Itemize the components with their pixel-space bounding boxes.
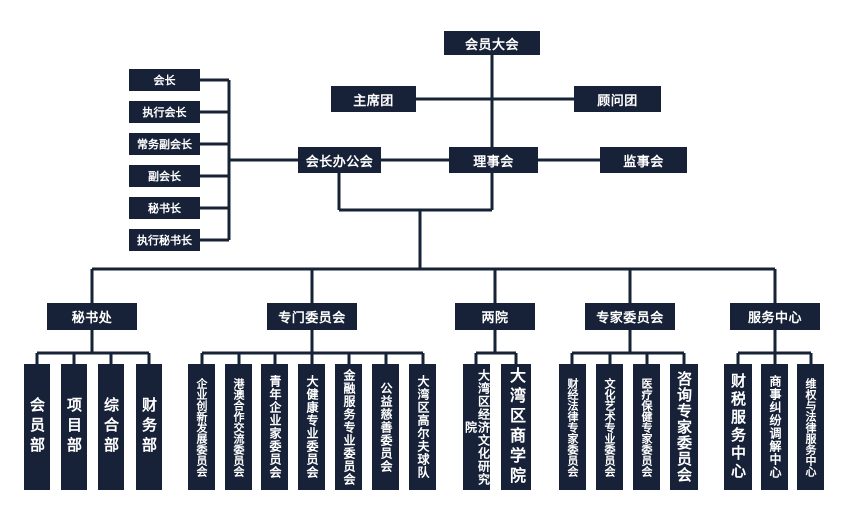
advisory-box: 顾问团: [574, 86, 661, 112]
supervisory-box: 监事会: [600, 147, 687, 173]
secretariat-child: 综合部: [98, 364, 124, 490]
expert-child: 医疗保健专家委员会: [633, 364, 660, 490]
leadership-item: 常务副会长: [129, 133, 200, 155]
leadership-item: 执行秘书长: [129, 229, 200, 251]
department-secretariat: 秘书处: [47, 303, 137, 330]
academy-child: 大湾区商学院: [501, 364, 531, 490]
secretariat-child: 项目部: [61, 364, 87, 490]
committee-child: 企业创新发展委员会: [188, 364, 215, 490]
committee-child: 金融服务专业委员会: [335, 364, 362, 490]
leadership-item: 副会长: [129, 165, 200, 187]
president-office-box: 会长办公会: [298, 147, 381, 173]
presidium-box: 主席团: [331, 86, 416, 112]
committee-child: 大湾区高尔夫球队: [409, 364, 436, 490]
committee-child: 大健康专业委员会: [298, 364, 325, 490]
service-child: 商事纠纷调解中心: [761, 364, 788, 490]
leadership-item: 执行会长: [129, 101, 200, 123]
service-child: 维权与法律服务中心: [797, 364, 824, 490]
expert-child: 财经法律专家委员会: [559, 364, 586, 490]
expert-child: 文化艺术专业委员会: [596, 364, 623, 490]
academy-child: 大湾区经济文化研究院: [463, 364, 491, 490]
department-committees: 专门委员会: [267, 303, 357, 330]
secretariat-child: 财务部: [136, 364, 162, 490]
committee-child: 港澳合作交流委员会: [225, 364, 252, 490]
department-services: 服务中心: [730, 303, 820, 330]
service-child: 财税服务中心: [724, 364, 752, 490]
department-academy: 两院: [455, 303, 535, 330]
council-box: 理事会: [449, 147, 538, 173]
assembly-box: 会员大会: [444, 31, 540, 55]
leadership-item: 会长: [129, 69, 200, 91]
leadership-item: 秘书长: [129, 197, 200, 219]
department-experts: 专家委员会: [585, 303, 675, 330]
committee-child: 青年企业家委员会: [261, 364, 288, 490]
committee-child: 公益慈善委员会: [372, 364, 399, 490]
secretariat-child: 会员部: [24, 364, 50, 490]
expert-child: 咨询专家委员会: [670, 364, 698, 490]
